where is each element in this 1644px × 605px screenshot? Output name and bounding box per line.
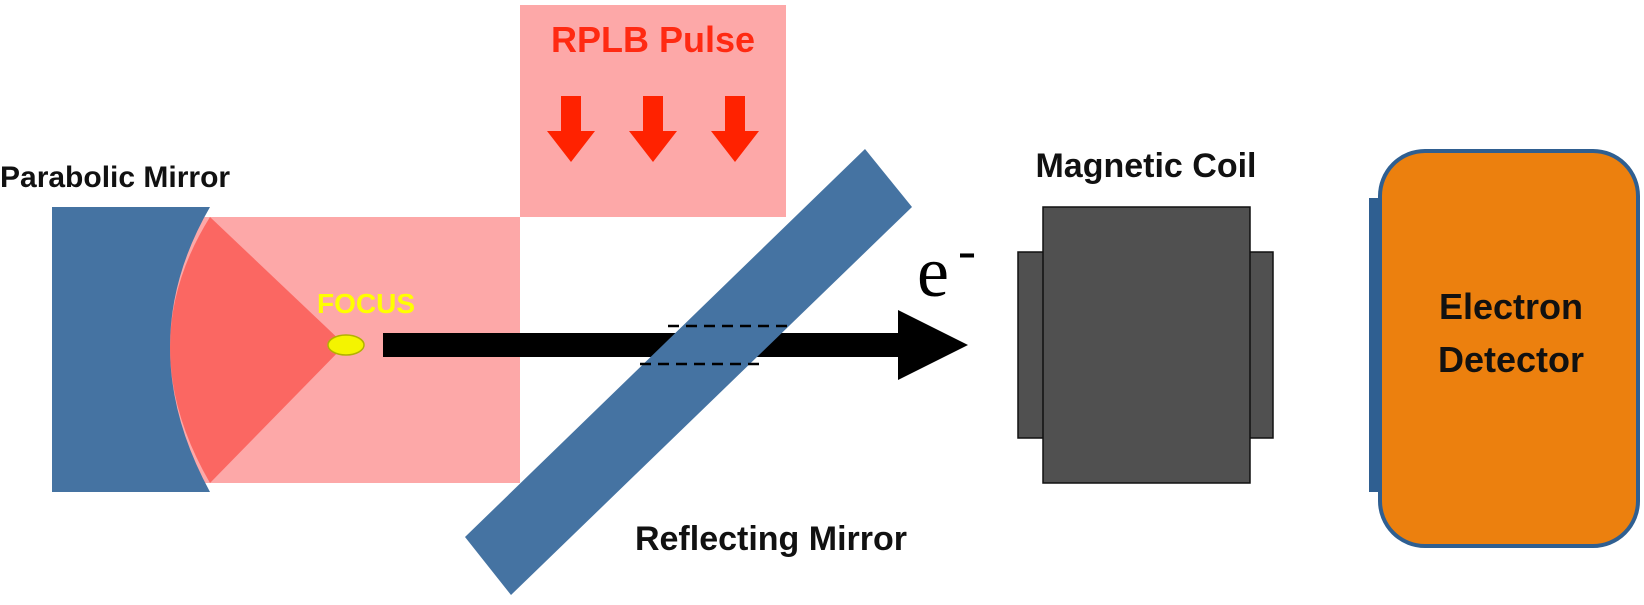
electron-charge-superscript: - (958, 220, 976, 280)
electron-detector (1369, 149, 1640, 548)
rplb-pulse-label: RPLB Pulse (551, 19, 755, 60)
down-arrow-icon (711, 96, 759, 162)
down-arrow-icon (547, 96, 595, 162)
detector-label-line1: Electron (1439, 286, 1583, 327)
parabolic-mirror-label: Parabolic Mirror (0, 161, 230, 194)
pulse-arrows (547, 96, 759, 162)
detector-body (1378, 149, 1640, 548)
reflecting-mirror-label: Reflecting Mirror (635, 520, 907, 558)
reflecting-mirror (465, 149, 912, 595)
focus-label: FOCUS (317, 288, 415, 319)
detector-label-line2: Detector (1438, 339, 1584, 380)
electron-symbol: e (917, 232, 949, 312)
focused-beam-cone (170, 217, 345, 483)
mirror-hole-outline (640, 324, 792, 366)
down-arrow-icon (629, 96, 677, 162)
magnetic-coil-label: Magnetic Coil (1035, 147, 1256, 185)
parabolic-mirror (52, 207, 210, 492)
focus-spot (327, 334, 365, 356)
coil-body (1042, 206, 1251, 484)
magnetic-coil (1017, 206, 1274, 484)
